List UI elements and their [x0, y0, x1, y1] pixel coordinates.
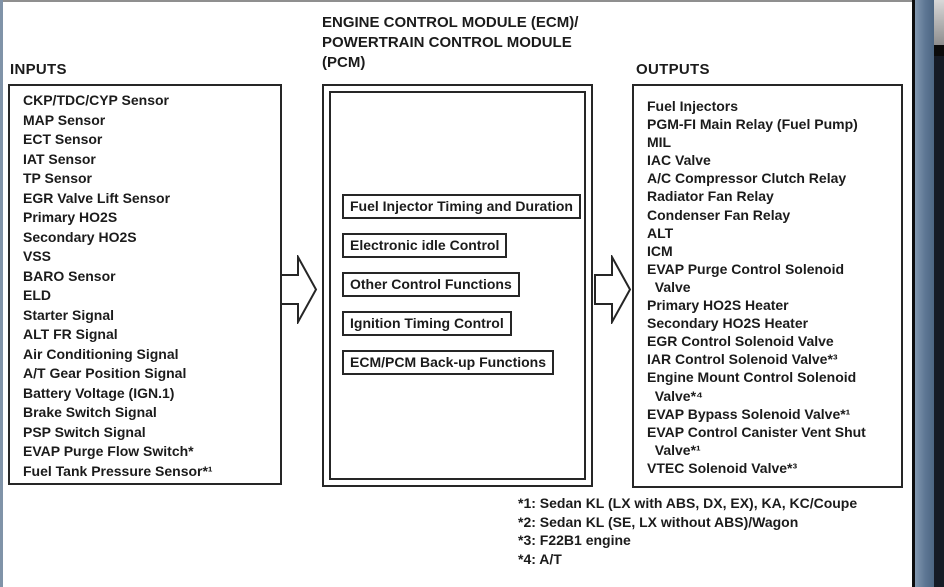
output-item: Fuel Injectors — [647, 98, 739, 114]
footnotes: *1: Sedan KL (LX with ABS, DX, EX), KA, … — [518, 494, 857, 568]
output-item: Engine Mount Control Solenoid Valve*⁴ — [647, 369, 857, 404]
ecm-function-box: Electronic idle Control — [342, 233, 508, 258]
footnote-item: *4: A/T — [518, 550, 562, 567]
input-item: Air Conditioning Signal — [23, 345, 179, 362]
output-item: PGM-FI Main Relay (Fuel Pump) — [647, 116, 858, 133]
ecm-function-box: Other Control Functions — [342, 272, 520, 297]
page-left-border — [0, 0, 3, 587]
footnote-item: *2: Sedan KL (SE, LX without ABS)/Wagon — [518, 513, 799, 530]
outputs-heading: OUTPUTS — [636, 61, 710, 78]
window-right-edge — [934, 0, 944, 587]
input-item: BARO Sensor — [23, 267, 116, 284]
output-item: EGR Control Solenoid Valve — [647, 333, 834, 350]
input-item: Secondary HO2S — [23, 228, 137, 245]
input-item: Fuel Tank Pressure Sensor*¹ — [23, 462, 213, 479]
flow-arrow-inputs-to-ecm-icon — [280, 255, 318, 324]
input-item: CKP/TDC/CYP Sensor — [23, 92, 169, 108]
window-edge-divider — [912, 0, 915, 587]
output-item: EVAP Bypass Solenoid Valve*¹ — [647, 405, 851, 422]
output-item: ICM — [647, 242, 673, 259]
output-item: IAR Control Solenoid Valve*³ — [647, 351, 838, 368]
output-item: ALT — [647, 224, 674, 241]
input-item: TP Sensor — [23, 170, 92, 186]
input-item: PSP Switch Signal — [23, 423, 146, 440]
input-item: Starter Signal — [23, 306, 115, 323]
output-item: VTEC Solenoid Valve*³ — [647, 459, 798, 476]
output-item: Radiator Fan Relay — [647, 188, 774, 205]
input-item: Brake Switch Signal — [23, 404, 157, 420]
output-item: Condenser Fan Relay — [647, 206, 791, 223]
footnote-item: *1: Sedan KL (LX with ABS, DX, EX), KA, … — [518, 495, 858, 511]
output-item: MIL — [647, 134, 672, 151]
output-item: IAC Valve — [647, 152, 711, 169]
input-item: EVAP Purge Flow Switch* — [23, 443, 194, 459]
output-item: Secondary HO2S Heater — [647, 315, 809, 332]
ecm-function-box: Ignition Timing Control — [342, 311, 512, 336]
ecm-function-box: ECM/PCM Back-up Functions — [342, 350, 555, 375]
footnote-item: *3: F22B1 engine — [518, 532, 631, 548]
ecm-function-box: Fuel Injector Timing and Duration — [342, 194, 581, 219]
input-item: EGR Valve Lift Sensor — [23, 189, 171, 206]
scrollbar-track[interactable] — [915, 0, 934, 587]
output-item: EVAP Purge Control Solenoid Valve — [647, 260, 845, 295]
input-item: Battery Voltage (IGN.1) — [23, 384, 175, 401]
input-item: Primary HO2S — [23, 209, 118, 225]
window-edge-highlight — [934, 0, 944, 45]
output-item: EVAP Control Canister Vent Shut Valve*¹ — [647, 423, 866, 458]
page-top-border — [0, 0, 912, 2]
input-item: IAT Sensor — [23, 150, 96, 167]
input-item: ECT Sensor — [23, 131, 103, 147]
output-item: A/C Compressor Clutch Relay — [647, 170, 847, 187]
input-item: VSS — [23, 248, 52, 264]
flow-arrow-ecm-to-outputs-icon — [594, 255, 632, 324]
window-edge-separator — [934, 45, 944, 56]
input-item: ELD — [23, 287, 51, 303]
output-item: Primary HO2S Heater — [647, 297, 789, 314]
inputs-heading: INPUTS — [10, 61, 67, 78]
input-item: A/T Gear Position Signal — [23, 365, 187, 381]
ecm-title: ENGINE CONTROL MODULE (ECM)/ POWERTRAIN … — [322, 14, 579, 71]
input-item: MAP Sensor — [23, 111, 106, 128]
input-item: ALT FR Signal — [23, 326, 118, 342]
